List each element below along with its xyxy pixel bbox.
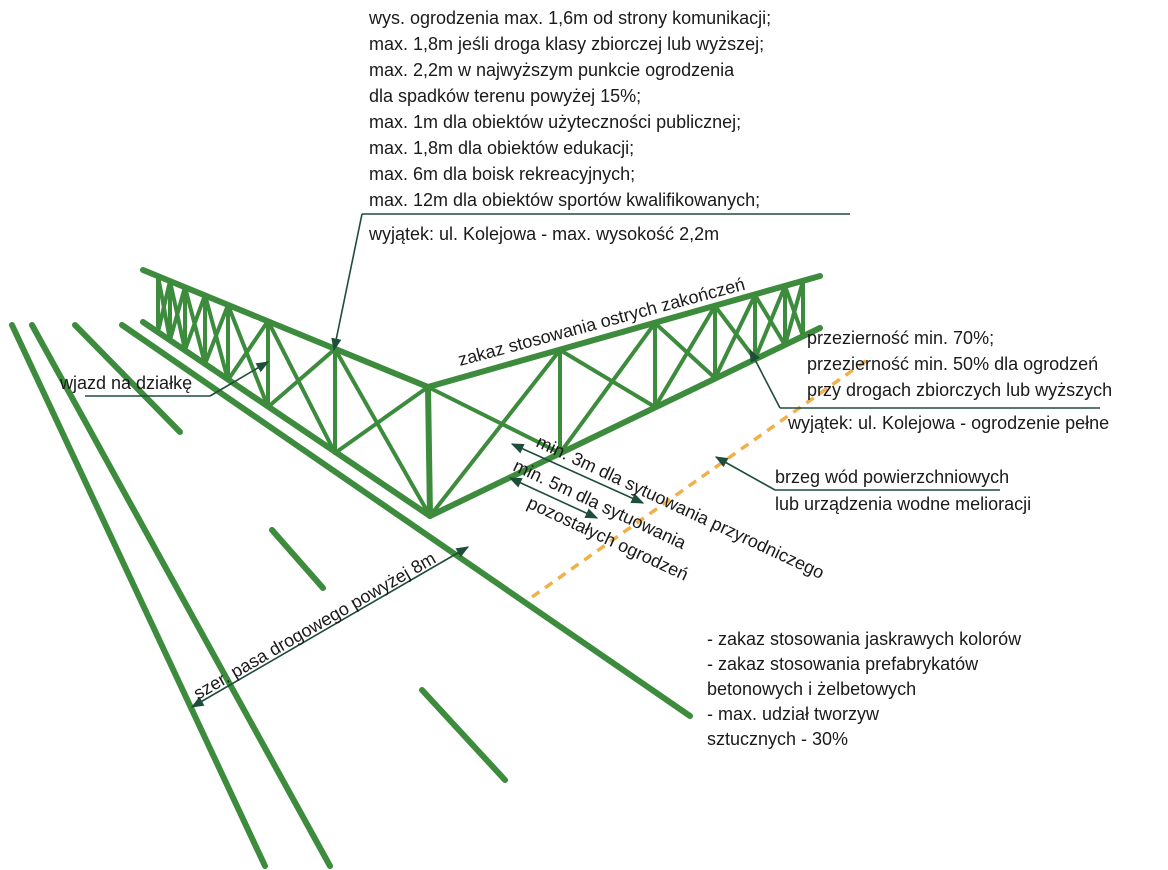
fence-brace <box>226 319 270 382</box>
material-line: sztucznych - 30% <box>707 729 848 749</box>
fence-brace <box>333 385 430 455</box>
fence-brace <box>226 303 270 409</box>
fence-brace <box>266 347 337 409</box>
fence-brace <box>426 385 562 455</box>
height-leader-line <box>331 213 363 352</box>
road-width-dimension <box>190 546 470 708</box>
water-line: brzeg wód powierzchniowych <box>775 467 1009 487</box>
distance-3m-dimension <box>510 443 645 504</box>
fence-brace <box>653 321 717 380</box>
transparency-line: przy drogach zbiorczych lub wyższych <box>807 380 1112 400</box>
material-line: - max. udział tworzyw <box>707 704 880 724</box>
transparency-notes: przezierność min. 70%; przezierność min.… <box>749 328 1112 433</box>
road-width-label: szer. pasa drogowego powyżej 8m <box>190 548 439 703</box>
fence-brace <box>266 319 337 455</box>
transparency-leader-line <box>749 348 781 409</box>
fence-brace <box>653 304 717 409</box>
distance-5m-dimension <box>508 477 599 519</box>
road-line <box>72 322 183 435</box>
height-notes: wys. ogrodzenia max. 1,6m od strony komu… <box>331 8 850 352</box>
fence-brace <box>156 279 172 334</box>
height-note-line: max. 1m dla obiektów użyteczności public… <box>369 112 741 132</box>
entrance-leader-line <box>209 361 270 397</box>
fence-brace <box>713 293 757 380</box>
height-note-line: wys. ogrodzenia max. 1,6m od strony komu… <box>368 8 771 28</box>
transparency-exception: wyjątek: ul. Kolejowa - ogrodzenie pełne <box>787 413 1109 433</box>
transparency-line: przezierność min. 70%; <box>807 328 994 348</box>
entrance-label: wjazd na działkę <box>59 373 192 393</box>
material-line: - zakaz stosowania prefabrykatów <box>707 654 979 674</box>
height-note-line: max. 1,8m dla obiektów edukacji; <box>369 138 634 158</box>
road-line <box>29 322 333 869</box>
fence-brace <box>558 321 657 455</box>
road-line <box>419 687 508 783</box>
transparency-line: przezierność min. 50% dla ogrodzeń <box>807 354 1098 374</box>
material-line: betonowych i żelbetowych <box>707 679 916 699</box>
height-note-line: max. 12m dla obiektów sportów kwalifikow… <box>369 190 760 210</box>
water-leader-line <box>714 456 776 491</box>
height-note-line: max. 2,2m w najwyższym punkcie ogrodzeni… <box>369 60 735 80</box>
road-line <box>119 322 693 719</box>
water-notes: brzeg wód powierzchniowych lub urządzeni… <box>714 456 1031 514</box>
fence-brace <box>203 303 230 366</box>
height-note-line: max. 1,8m jeśli droga klasy zbiorczej lu… <box>369 34 764 54</box>
material-line: - zakaz stosowania jaskrawych kolorów <box>707 629 1022 649</box>
fence-brace <box>333 347 432 518</box>
fence-bottom-left <box>140 319 433 519</box>
fence-brace <box>558 348 657 409</box>
fence-brace <box>753 284 787 361</box>
fence-truss <box>140 267 823 519</box>
road-line <box>269 527 326 591</box>
fence-brace <box>183 293 207 352</box>
height-note-line: dla spadków terenu powyżej 15%; <box>369 86 641 106</box>
fence-brace <box>333 347 430 389</box>
material-notes: - zakaz stosowania jaskrawych kolorów - … <box>707 629 1022 749</box>
water-line: lub urządzenia wodne melioracji <box>775 494 1031 514</box>
fence-brace <box>168 285 187 342</box>
height-note-exception: wyjątek: ul. Kolejowa - max. wysokość 2,… <box>368 224 719 244</box>
fence-post-corner <box>425 384 433 519</box>
fence-brace <box>783 279 805 347</box>
height-note-line: max. 6m dla boisk rekreacyjnych; <box>369 164 635 184</box>
road-line <box>9 322 268 869</box>
fence-brace <box>428 348 562 518</box>
water-edge-dashed-line <box>530 356 872 599</box>
